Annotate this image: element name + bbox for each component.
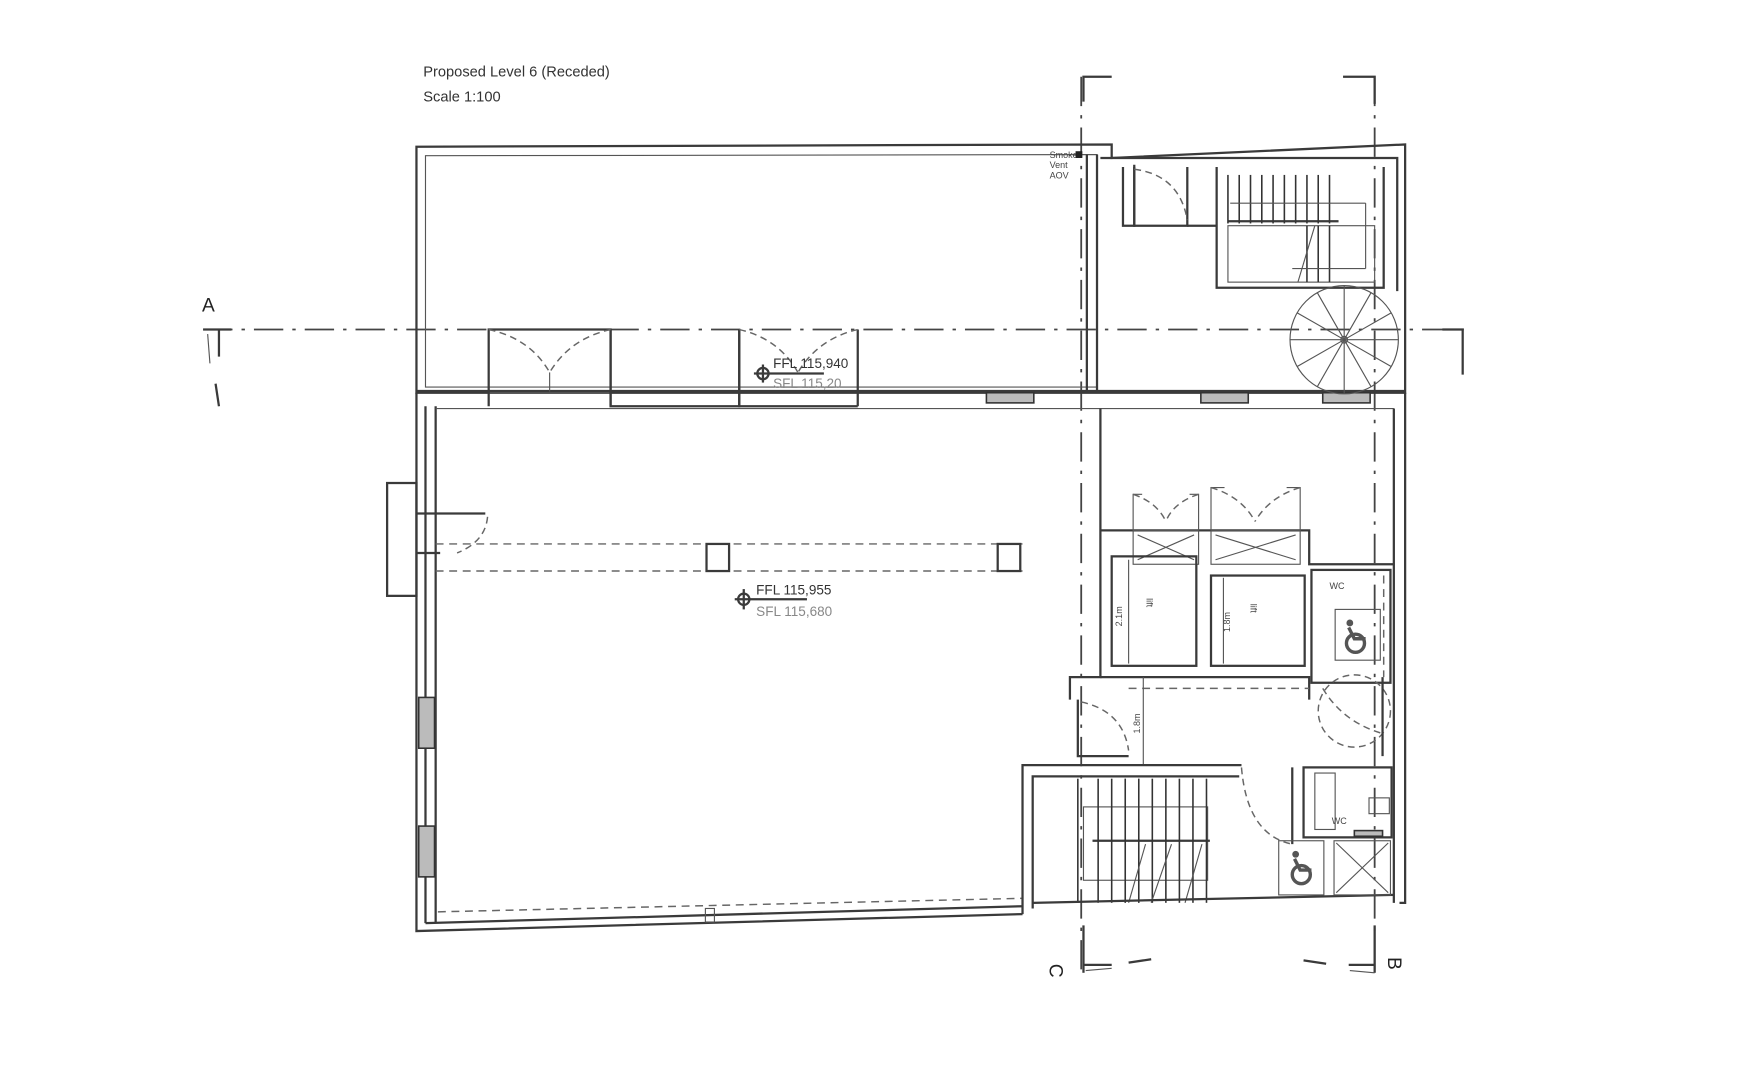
lift-2-dimension: 1.8m: [1222, 612, 1232, 632]
bracket-a-right: [1442, 328, 1464, 375]
section-label-b: B: [1383, 957, 1404, 970]
svg-text:AOV: AOV: [1050, 170, 1069, 180]
accessible-wc-sign: [1278, 840, 1325, 896]
drawing-title: Proposed Level 6 (Receded): [423, 65, 610, 81]
title-block: Proposed Level 6 (Receded) Scale 1:100: [423, 65, 610, 106]
section-label-c: C: [1045, 964, 1066, 978]
window: [985, 391, 1035, 404]
wc-2-label: WC: [1332, 816, 1348, 826]
level-marker-main: FFL 115,955 SFL 115,680: [734, 583, 832, 619]
main-floor: [385, 392, 1407, 933]
window: [417, 696, 436, 750]
door-swing: [488, 328, 551, 373]
wc-1: WC: [1310, 568, 1392, 757]
column: [996, 542, 1022, 573]
column: [705, 542, 731, 573]
spiral-stair: [1289, 284, 1399, 395]
terrace-area: Smoke Vent AOV: [415, 143, 1407, 394]
bracket-b-top: [1343, 75, 1376, 104]
terrace-wall: [416, 328, 1406, 408]
door-swing: [739, 328, 799, 373]
sfl-label: SFL 115,20: [773, 376, 841, 391]
door-swing: [1081, 701, 1130, 751]
stair-treads: [1077, 778, 1208, 904]
lift-2-label: lift: [1249, 604, 1259, 614]
door-swing: [1134, 168, 1189, 221]
drawing-scale: Scale 1:100: [423, 90, 500, 106]
lift-1-dimension: 2.1m: [1114, 606, 1124, 626]
door-swing: [1240, 767, 1293, 845]
section-marker-b: B: [1303, 925, 1404, 974]
wc-1-label: WC: [1330, 581, 1346, 591]
north-stair-core: [1100, 156, 1399, 395]
lift-2: [1209, 574, 1306, 667]
lift-1: [1110, 555, 1198, 667]
wc-2: WC: [1278, 766, 1393, 896]
door-swing: [549, 328, 611, 373]
lift-core: lift 2.1m lift 1.8m 1.8m: [1068, 408, 1394, 766]
ffl-label: FFL 115,940: [773, 356, 848, 371]
svg-text:Smoke: Smoke: [1050, 150, 1078, 160]
wheelchair-icon: [1344, 619, 1367, 654]
accessible-wc-sign: [1334, 608, 1381, 661]
corner-note: Smoke Vent AOV: [1050, 150, 1083, 180]
lift-1-label: lift: [1145, 598, 1155, 608]
stair-treads: [1227, 174, 1367, 283]
riser-shaft: [1333, 840, 1392, 896]
section-marker-c: C: [1045, 925, 1152, 978]
window: [1321, 391, 1371, 404]
wheelchair-icon: [1290, 850, 1313, 886]
level-marker-terrace: FFL 115,940 SFL 115,20: [753, 356, 848, 391]
basin: [1368, 797, 1390, 815]
south-stair-core: [1021, 764, 1394, 915]
lift-door-1: [1132, 529, 1200, 565]
section-label-a: A: [202, 295, 215, 316]
sfl-label: SFL 115,680: [756, 604, 832, 619]
window: [417, 825, 436, 878]
svg-text:Vent: Vent: [1050, 160, 1069, 170]
window: [1200, 391, 1250, 404]
ffl-label: FFL 115,955: [756, 583, 831, 598]
section-marker-a: A: [202, 295, 232, 407]
door-swing: [456, 516, 489, 554]
section-lines: [203, 75, 1465, 971]
door-swing: [797, 328, 858, 373]
entrance-bay: [385, 481, 418, 597]
corridor-dimension: 1.8m: [1132, 713, 1142, 733]
bracket-c-top: [1082, 75, 1112, 102]
window: [1353, 829, 1384, 838]
turning-circle: [1317, 674, 1392, 748]
lift-door-2: [1210, 529, 1301, 565]
